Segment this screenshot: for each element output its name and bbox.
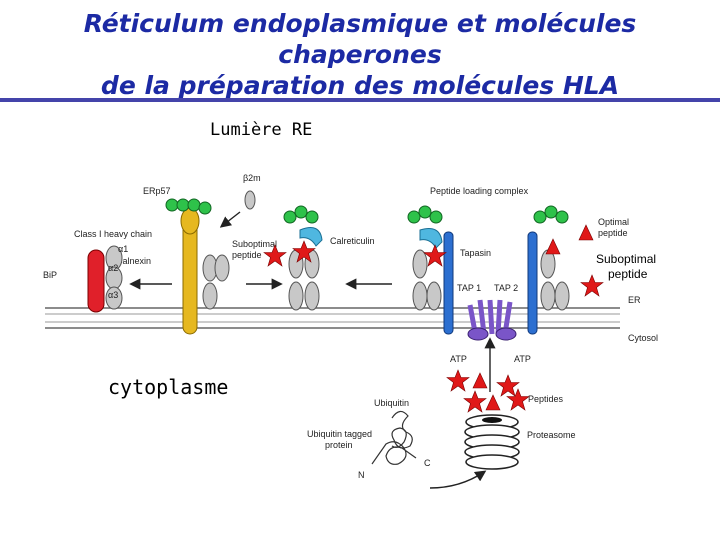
erp57-label: ERp57: [143, 186, 171, 196]
c-terminus-label: C: [424, 458, 431, 468]
optimal-peptide-triangle-2: [546, 239, 560, 254]
optimal-label-2: peptide: [598, 228, 628, 238]
subopt-label-1: Suboptimal: [232, 239, 277, 249]
atp-label-2: ATP: [514, 354, 531, 364]
bip-protein: [88, 250, 104, 312]
plc-label: Peptide loading complex: [430, 186, 529, 196]
subopt-label-2: peptide: [232, 250, 262, 260]
tap1-label: TAP 1: [457, 283, 481, 293]
alpha3-label: α3: [108, 290, 118, 300]
atp-label-1: ATP: [450, 354, 467, 364]
cytosol-peptide-star-2: [497, 375, 519, 396]
cytosol-peptide-triangle-2: [486, 395, 500, 410]
optimal-label-1: Optimal: [598, 217, 629, 227]
ubiq-protein-label-1: Ubiquitin tagged: [307, 429, 372, 439]
cytosol-peptide-triangle-1: [473, 373, 487, 388]
optimal-peptide-triangle-1: [579, 225, 593, 240]
cytosol-label: Cytosol: [628, 333, 658, 343]
tap2-label: TAP 2: [494, 283, 518, 293]
cytosol-peptide-star-3: [464, 391, 486, 412]
alpha2-label: α2: [108, 263, 118, 273]
er-label: ER: [628, 295, 641, 305]
peptide-loading-complex: [408, 206, 569, 340]
cytosol-peptide-star-1: [447, 370, 469, 391]
ubiquitin-tagged-protein: [372, 411, 416, 464]
calnexin-complex: [166, 191, 255, 334]
calreticulin-label: Calreticulin: [330, 236, 375, 246]
n-terminus-label: N: [358, 470, 365, 480]
ubiquitin-label: Ubiquitin: [374, 398, 409, 408]
degradation-arrow: [430, 472, 484, 488]
b2m-arrow: [222, 212, 240, 226]
b2m-label: β2m: [243, 173, 261, 183]
class1-label: Class I heavy chain: [74, 229, 152, 239]
suboptimal-peptide-star-4: [581, 275, 603, 296]
proteasome: [465, 415, 519, 469]
proteasome-label: Proteasome: [527, 430, 576, 440]
ubiq-protein-label-2: protein: [325, 440, 353, 450]
bip-label: BiP: [43, 270, 57, 280]
suboptimal-annotation-2: peptide: [608, 267, 648, 281]
tapasin-label: Tapasin: [460, 248, 491, 258]
alpha1-label: α1: [118, 244, 128, 254]
peptides-label: Peptides: [528, 394, 564, 404]
class1-heavy-chain-left: α1 α2 α3: [106, 244, 128, 309]
suboptimal-annotation-1: Suboptimal: [596, 252, 656, 266]
